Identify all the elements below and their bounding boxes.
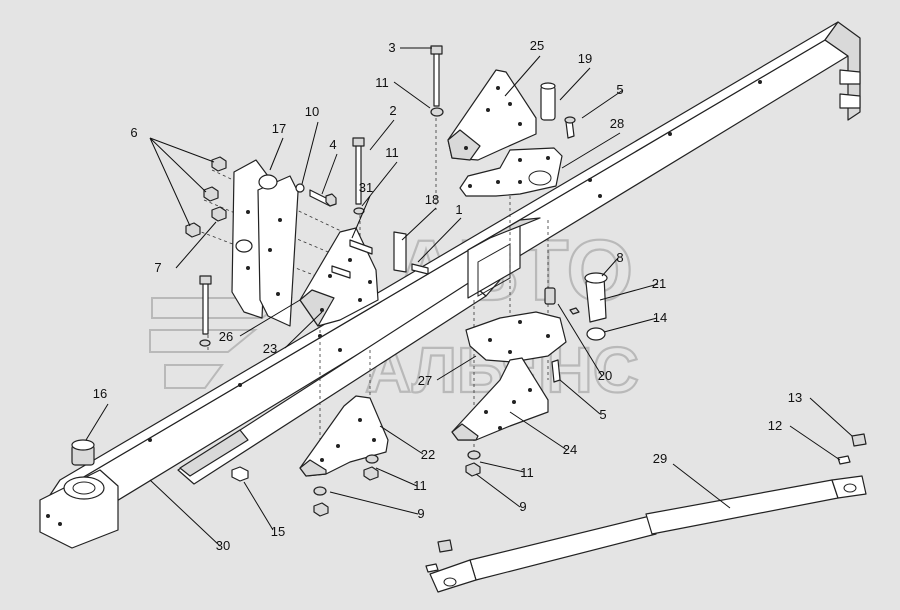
bar-left-fork bbox=[429, 559, 477, 593]
callout-c13: 13 bbox=[788, 390, 802, 405]
pin-12-left bbox=[425, 563, 439, 573]
callout-c5a: 5 bbox=[616, 82, 623, 97]
bolt-3 bbox=[433, 51, 440, 107]
sleeve-18 bbox=[393, 231, 407, 273]
bolt-31 bbox=[349, 239, 373, 255]
callout-c11c: 11 bbox=[520, 465, 534, 480]
nut-6a bbox=[211, 156, 227, 172]
bushing-mid bbox=[235, 239, 253, 253]
callout-c20: 20 bbox=[598, 368, 612, 383]
cross-tube-top bbox=[467, 217, 541, 251]
plate-17-right bbox=[257, 175, 299, 327]
callout-c2: 2 bbox=[389, 103, 396, 118]
callout-c18: 18 bbox=[425, 192, 439, 207]
washer-10 bbox=[295, 183, 305, 193]
nuts-6 bbox=[185, 156, 227, 238]
callout-c21: 21 bbox=[652, 276, 666, 291]
sleeve-19 bbox=[540, 82, 576, 139]
callout-c16: 16 bbox=[93, 386, 107, 401]
bolt-2 bbox=[355, 143, 362, 205]
strut-wedge bbox=[179, 429, 249, 477]
callout-c11a: 11 bbox=[375, 75, 389, 90]
bolts-4-10 bbox=[295, 183, 337, 207]
bracket-24 bbox=[451, 357, 549, 441]
pin-12 bbox=[837, 455, 851, 465]
callout-c15: 15 bbox=[271, 524, 285, 539]
main-beam bbox=[39, 21, 861, 549]
washer-11a bbox=[430, 107, 444, 117]
pin-13-left bbox=[437, 539, 453, 553]
washer-14 bbox=[586, 327, 606, 341]
plate-28-body bbox=[459, 147, 563, 197]
callout-c6: 6 bbox=[130, 125, 137, 140]
plate-28 bbox=[459, 147, 563, 197]
nut-15 bbox=[231, 466, 249, 482]
callout-c9b: 9 bbox=[519, 499, 526, 514]
bar-inner bbox=[469, 515, 657, 581]
callout-c10: 10 bbox=[305, 104, 319, 119]
cross-tube bbox=[467, 217, 541, 299]
bracket-23 bbox=[299, 227, 429, 327]
leader-lines bbox=[85, 47, 853, 547]
vertical-bolts bbox=[199, 45, 444, 347]
nut-6b bbox=[203, 186, 219, 202]
callout-c23: 23 bbox=[263, 341, 277, 356]
callout-c28: 28 bbox=[610, 116, 624, 131]
callout-c9a: 9 bbox=[417, 506, 424, 521]
nut-20 bbox=[544, 287, 556, 305]
nut-7 bbox=[185, 222, 201, 238]
callout-c5b: 5 bbox=[599, 407, 606, 422]
pin-13 bbox=[851, 433, 867, 447]
plate-20 bbox=[465, 287, 567, 363]
callout-c29: 29 bbox=[653, 451, 667, 466]
callout-c25: 25 bbox=[530, 38, 544, 53]
main-beam-side bbox=[47, 39, 849, 528]
bushing-top bbox=[258, 174, 278, 190]
telescopic-bar bbox=[425, 433, 867, 593]
bolt-26 bbox=[202, 281, 209, 335]
callout-c27: 27 bbox=[418, 373, 432, 388]
callout-c11b: 11 bbox=[385, 145, 399, 160]
small-fasteners bbox=[71, 439, 481, 517]
beam-end-bracket bbox=[839, 69, 861, 109]
callout-c14: 14 bbox=[653, 310, 667, 325]
bolt-18 bbox=[411, 263, 429, 275]
callout-c24: 24 bbox=[563, 442, 577, 457]
callout-c8: 8 bbox=[616, 250, 623, 265]
callout-c12: 12 bbox=[768, 418, 782, 433]
bracket-25 bbox=[447, 69, 537, 161]
bracket-22 bbox=[299, 395, 389, 477]
callout-c26: 26 bbox=[219, 329, 233, 344]
callout-c11d: 11 bbox=[413, 478, 427, 493]
plate-17 bbox=[231, 159, 299, 327]
callout-c1: 1 bbox=[455, 202, 462, 217]
callout-c30: 30 bbox=[216, 538, 230, 553]
callout-c7: 7 bbox=[154, 260, 161, 275]
spring-pin-8 bbox=[569, 307, 580, 315]
bar-right-fork bbox=[831, 475, 867, 499]
plate-20-body bbox=[465, 311, 567, 363]
main-beam-top bbox=[47, 21, 839, 499]
callout-c22: 22 bbox=[421, 447, 435, 462]
sleeve-19-body bbox=[540, 85, 556, 121]
callout-c4: 4 bbox=[329, 137, 336, 152]
callout-c17: 17 bbox=[272, 121, 286, 136]
bar-outer bbox=[645, 479, 839, 535]
bolt-5b bbox=[551, 359, 561, 383]
callout-c3: 3 bbox=[388, 40, 395, 55]
beam-head-bore bbox=[63, 476, 105, 500]
callout-c31: 31 bbox=[359, 180, 373, 195]
nut-6c bbox=[211, 206, 227, 222]
callout-c19: 19 bbox=[578, 51, 592, 66]
